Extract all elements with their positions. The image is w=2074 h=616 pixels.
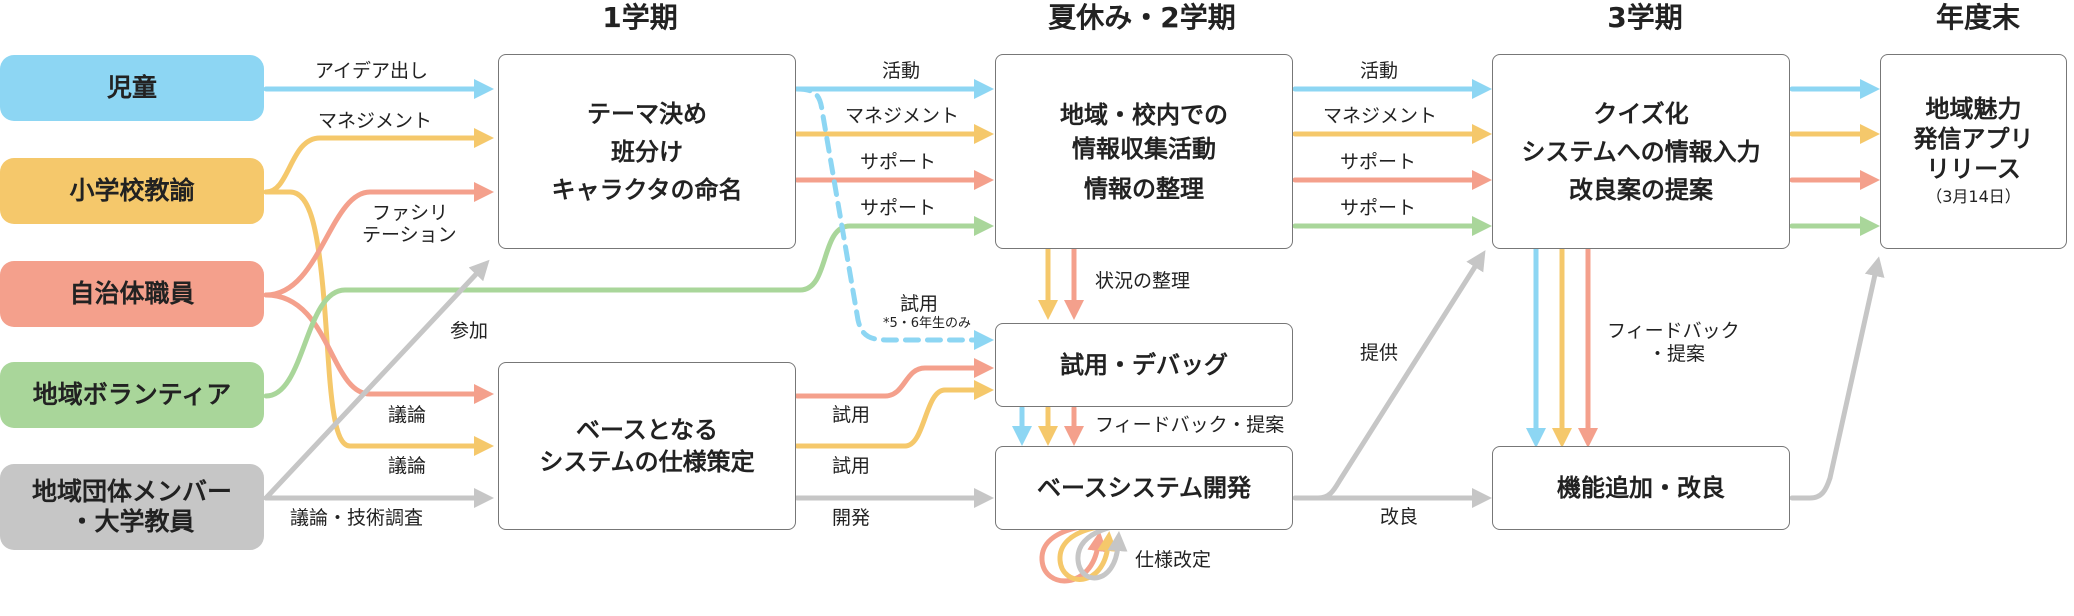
label-facilitation-2: テーション — [362, 224, 457, 246]
arrow-theme-trial-dashed — [794, 86, 994, 350]
box-base-dev: ベースシステム開発 — [995, 446, 1293, 530]
label-idea: アイデア出し — [315, 60, 429, 82]
arrow-basedev-quiz — [1292, 250, 1486, 501]
label-feedback-1: フィードバック — [1607, 320, 1740, 342]
box-release: 地域魅力 発信アプリ リリース （3月14日） — [1880, 54, 2067, 249]
actor-municipal: 自治体職員 — [0, 261, 264, 327]
label-status: 状況の整理 — [1095, 270, 1191, 292]
box-quiz-line1: クイズ化 — [1593, 99, 1689, 128]
box-quiz: クイズ化 システムへの情報入力 改良案の提案 — [1492, 54, 1790, 249]
actor-volunteers-label: 地域ボランティア — [32, 380, 232, 409]
label-activity-2: 活動 — [1360, 60, 1399, 82]
box-quiz-line2: システムへの情報入力 — [1521, 137, 1761, 166]
actor-teachers: 小学校教諭 — [0, 158, 264, 224]
box-improve: 機能追加・改良 — [1492, 446, 1790, 530]
box-collect: 地域・校内での 情報収集活動 情報の整理 — [995, 54, 1293, 249]
label-management-3: マネジメント — [1323, 105, 1438, 127]
header-summer-term2: 夏休み・2学期 — [1048, 1, 1236, 34]
arrow-spec-trial-yellow — [794, 380, 994, 449]
actor-teachers-label: 小学校教諭 — [69, 176, 195, 205]
arrow-teachers-theme — [263, 128, 494, 195]
label-facilitation-1: ファシリ — [372, 202, 449, 224]
box-trial-label: 試用・デバッグ — [1060, 351, 1228, 379]
arrow-municipal-spec — [263, 292, 494, 404]
label-improvement: 改良 — [1380, 506, 1419, 528]
header-term1: 1学期 — [602, 1, 678, 34]
box-collect-line2: 情報収集活動 — [1072, 134, 1216, 163]
box-trial: 試用・デバッグ — [995, 323, 1293, 407]
label-spec-revision: 仕様改定 — [1135, 549, 1212, 571]
box-theme: テーマ決め 班分け キャラクタの命名 — [498, 54, 796, 249]
box-theme-line1: テーマ決め — [587, 99, 707, 128]
label-management-1: マネジメント — [318, 110, 433, 132]
actor-groups-label-1: 地域団体メンバー — [31, 477, 232, 506]
arrow-improve-release — [1789, 256, 1885, 501]
actor-municipal-label: 自治体職員 — [69, 279, 195, 308]
label-support-3: サポート — [1340, 151, 1417, 173]
box-theme-line3: キャラクタの命名 — [551, 175, 743, 204]
box-quiz-line3: 改良案の提案 — [1569, 175, 1713, 204]
actor-volunteers: 地域ボランティア — [0, 362, 264, 428]
label-discussion-2: 議論 — [388, 455, 427, 477]
label-trial-note: *5・6年生のみ — [883, 316, 972, 331]
box-collect-line3: 情報の整理 — [1084, 174, 1204, 203]
label-activity-1: 活動 — [882, 60, 921, 82]
box-release-line3: リリース — [1926, 154, 2021, 183]
box-base-spec-line1: ベースとなる — [575, 416, 719, 444]
label-development: 開発 — [832, 507, 871, 529]
box-base-dev-label: ベースシステム開発 — [1036, 474, 1252, 502]
arrow-spec-trial-red — [794, 358, 994, 399]
actor-groups: 地域団体メンバー ・大学教員 — [0, 464, 264, 550]
arrow-groups-theme — [263, 259, 490, 501]
label-support-2: サポート — [860, 197, 937, 219]
box-base-spec-line2: システムの仕様策定 — [539, 448, 755, 476]
arrow-volunteers-collect — [263, 216, 994, 399]
actor-children: 児童 — [0, 55, 264, 121]
header-term3: 3学期 — [1607, 1, 1683, 34]
header-year-end: 年度末 — [1935, 1, 2020, 34]
actor-groups-label-2: ・大学教員 — [69, 507, 195, 536]
label-provide: 提供 — [1360, 342, 1399, 364]
label-trial-1: 試用 — [832, 404, 871, 426]
label-feedback: フィードバック・提案 — [1095, 414, 1285, 436]
label-management-2: マネジメント — [845, 105, 960, 127]
label-trial-dashed: 試用 — [900, 293, 939, 315]
label-discussion-tech: 議論・技術調査 — [290, 507, 424, 529]
box-collect-line1: 地域・校内での — [1060, 100, 1228, 129]
label-participation: 参加 — [450, 320, 489, 342]
label-support-4: サポート — [1340, 197, 1417, 219]
arrow-municipal-theme — [263, 182, 494, 298]
box-release-line2: 発信アプリ — [1913, 124, 2034, 153]
box-base-spec: ベースとなる システムの仕様策定 — [498, 362, 796, 530]
box-improve-label: 機能追加・改良 — [1557, 474, 1725, 502]
label-trial-2: 試用 — [832, 455, 871, 477]
box-release-date: （3月14日） — [1926, 186, 2021, 206]
actor-children-label: 児童 — [106, 73, 157, 102]
box-release-line1: 地域魅力 — [1925, 94, 2022, 123]
label-feedback-2: ・提案 — [1648, 343, 1706, 365]
label-support-1: サポート — [860, 151, 937, 173]
box-theme-line2: 班分け — [611, 137, 683, 166]
label-discussion-1: 議論 — [388, 404, 427, 426]
